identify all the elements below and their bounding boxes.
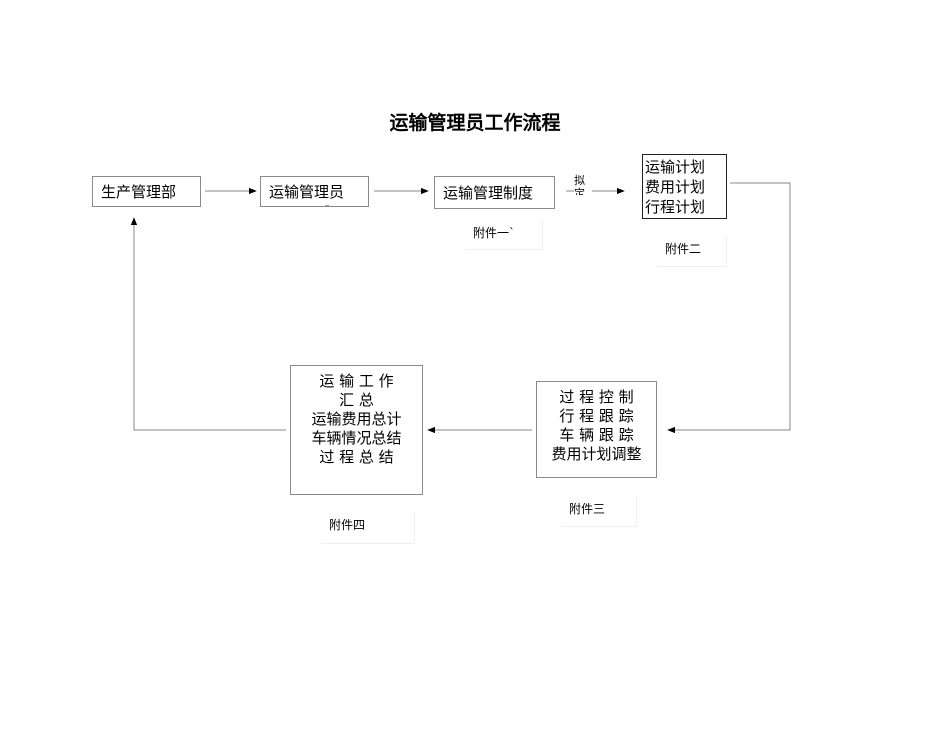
control-line-1: 过 程 控 制 [559, 388, 634, 406]
node-production-dept-label: 生产管理部 [101, 183, 177, 201]
control-line-4: 费用计划调整 [551, 445, 642, 463]
attachment-one: 附件一` [465, 220, 543, 250]
node-transport-manager-label: 运输管理员 [269, 183, 345, 201]
draft-label: 拟 定 [574, 174, 592, 195]
attachment-four: 附件四 [321, 512, 415, 544]
small-mark [325, 205, 329, 206]
node-transport-system-label: 运输管理制度 [443, 184, 534, 202]
arrow-plans-to-control [667, 182, 791, 434]
attachment-two: 附件二 [657, 236, 727, 267]
node-transport-system: 运输管理制度 [434, 176, 555, 209]
node-transport-manager: 运输管理员 [260, 176, 369, 207]
control-line-2: 行 程 跟 踪 [559, 407, 634, 425]
node-summary: 运 输 工 作 汇 总 运输费用总计 车辆情况总结 过 程 总 结 [290, 365, 423, 495]
node-plans: 运输计划 费用计划 行程计划 [642, 154, 727, 219]
plans-line-2: 费用计划 [645, 178, 706, 196]
summary-line-1: 运 输 工 作 [319, 372, 394, 390]
summary-line-4: 车辆情况总结 [311, 429, 402, 447]
draft-char-1: 拟 [574, 174, 585, 187]
draft-char-2: 定 [574, 187, 585, 195]
control-line-3: 车 辆 跟 踪 [559, 426, 634, 444]
summary-line-3: 运输费用总计 [311, 410, 402, 428]
node-production-dept: 生产管理部 [92, 176, 201, 207]
summary-line-2: 汇 总 [339, 391, 374, 409]
page-title: 运输管理员工作流程 [389, 112, 561, 134]
summary-line-5: 过 程 总 结 [319, 448, 394, 466]
plans-line-3: 行程计划 [645, 198, 706, 216]
arrow-summary-to-production [130, 217, 286, 431]
plans-line-1: 运输计划 [645, 158, 706, 176]
node-control: 过 程 控 制 行 程 跟 踪 车 辆 跟 踪 费用计划调整 [536, 381, 657, 478]
attachment-three: 附件三 [561, 496, 637, 527]
